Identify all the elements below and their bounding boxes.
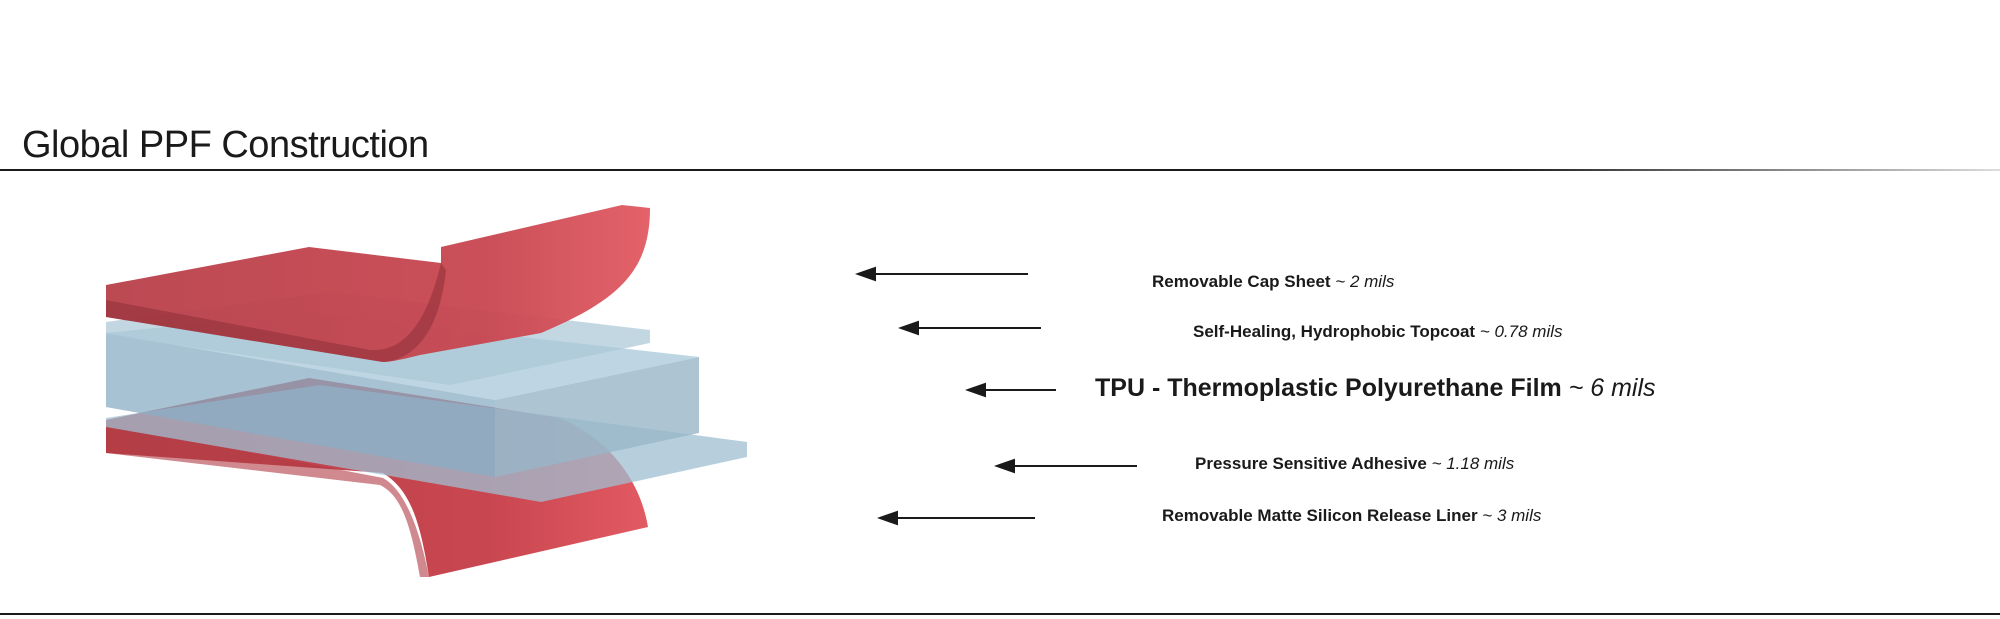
arrow-head-icon bbox=[876, 510, 898, 526]
layer-name: Removable Matte Silicon Release Liner bbox=[1162, 506, 1478, 525]
cap-sheet-front bbox=[106, 263, 446, 362]
layer-thickness: ~ 2 mils bbox=[1335, 272, 1395, 291]
layer-name: Removable Cap Sheet bbox=[1152, 272, 1331, 291]
layer-name: TPU - Thermoplastic Polyurethane Film bbox=[1095, 374, 1562, 402]
arrow-head-icon bbox=[854, 266, 876, 282]
layer-label-cap-sheet: Removable Cap Sheet ~ 2 mils bbox=[1152, 272, 1394, 292]
layer-label-adhesive: Pressure Sensitive Adhesive ~ 1.18 mils bbox=[1195, 454, 1514, 474]
layer-name: Self-Healing, Hydrophobic Topcoat bbox=[1193, 322, 1476, 341]
bottom-divider bbox=[0, 613, 2000, 615]
title-divider bbox=[0, 169, 2000, 171]
tpu-front-face bbox=[106, 333, 495, 477]
layer-thickness: ~ 1.18 mils bbox=[1431, 454, 1515, 473]
layer-thickness: ~ 0.78 mils bbox=[1479, 322, 1563, 341]
tpu-right-face bbox=[495, 357, 699, 477]
arrow-head-icon bbox=[993, 458, 1015, 474]
cap-sheet-shape bbox=[106, 205, 650, 362]
ppf-layer-illustration bbox=[106, 205, 747, 577]
layer-name: Pressure Sensitive Adhesive bbox=[1195, 454, 1427, 473]
release-liner-front bbox=[106, 425, 429, 577]
layer-label-tpu: TPU - Thermoplastic Polyurethane Film ~ … bbox=[1095, 374, 1656, 403]
arrow-head-icon bbox=[897, 320, 919, 336]
layer-label-topcoat: Self-Healing, Hydrophobic Topcoat ~ 0.78… bbox=[1193, 322, 1563, 342]
page-title: Global PPF Construction bbox=[22, 124, 429, 166]
arrow-head-icon bbox=[964, 382, 986, 398]
layer-thickness: ~ 6 mils bbox=[1568, 374, 1656, 402]
layer-label-release-liner: Removable Matte Silicon Release Liner ~ … bbox=[1162, 506, 1541, 526]
layer-thickness: ~ 3 mils bbox=[1482, 506, 1542, 525]
